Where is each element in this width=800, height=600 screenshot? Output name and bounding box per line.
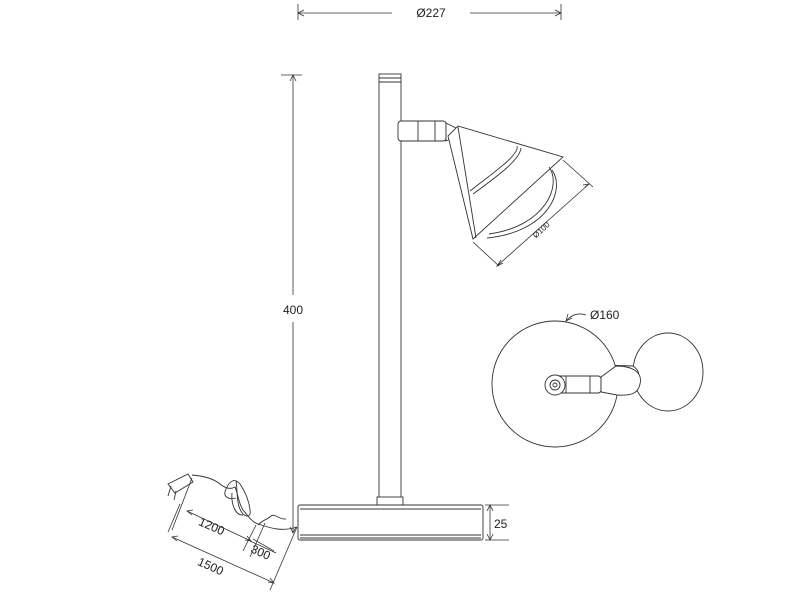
lamp-pole: [376, 73, 404, 506]
width-dimension: [297, 4, 562, 20]
cable-dimension-300: 300: [249, 542, 273, 563]
cable-dimension-1500: 1500: [196, 555, 226, 579]
lamp-top-view: [491, 320, 704, 448]
power-plug-icon: [167, 473, 194, 501]
lamp-joint: [397, 120, 457, 142]
height-dimension-label: 400: [283, 303, 303, 317]
lamp-shade: [447, 125, 564, 240]
base-height-dimension: [485, 504, 509, 541]
cable-dimension-lines: [167, 477, 298, 591]
base-diameter-label: Ø160: [590, 308, 620, 322]
power-cable: [191, 474, 298, 530]
base-height-label: 25: [494, 517, 508, 531]
shade-diameter-dimension: [472, 159, 594, 268]
shade-diameter-label: Ø100: [531, 220, 552, 240]
cable-dimension-1200: 1200: [197, 515, 227, 539]
base-diameter-leader: [565, 313, 587, 322]
width-dimension-label: Ø227: [416, 6, 446, 20]
lamp-base: [297, 504, 484, 541]
